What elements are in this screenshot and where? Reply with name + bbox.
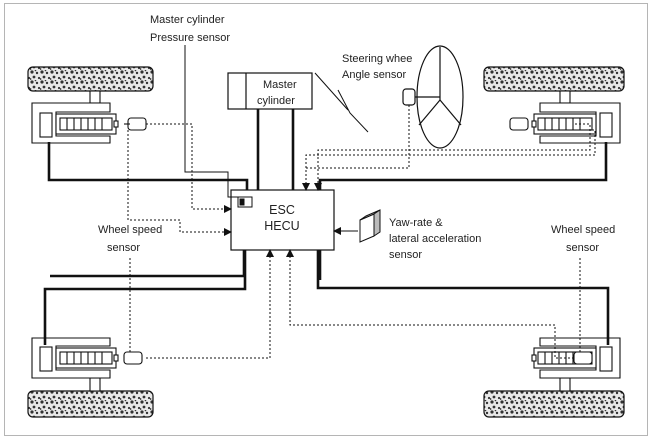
master-cylinder-pressure-sensor-label-2: Pressure sensor [150,32,230,44]
wheel-speed-sensor-left-label-1: Wheel speed [98,224,162,236]
tire-icon [483,390,625,418]
master-cylinder-label-1: Master [263,79,297,91]
diagram-frame [4,3,648,436]
ecu-label-2: HECU [264,219,299,233]
steering-wheel-angle-sensor-label-2: Angle sensor [342,69,407,81]
left-label-bg [95,222,165,256]
right-label-bg [548,222,618,256]
steering-wheel-icon [402,45,464,149]
yaw-rate-sensor-icon [359,209,381,243]
tire-icon [483,66,625,92]
yaw-rate-label-3: sensor [389,249,422,261]
yaw-rate-label-2: lateral acceleration [389,233,481,245]
wheel-speed-sensor-right-label-1: Wheel speed [551,224,615,236]
signal-lines [127,105,596,359]
yaw-rate-label-1: Yaw-rate & [389,217,443,229]
steering-column-line [314,72,349,111]
steering-wheel-angle-sensor-label-1: Steering whee [342,53,412,65]
tire-icon [27,66,154,92]
brake-assembly-icon [509,90,621,144]
brake-assembly-icon [531,337,621,392]
master-cylinder-label-2: cylinder [257,95,295,107]
brake-assembly-icon [31,337,143,392]
wheel-speed-sensor-right-label-2: sensor [566,242,599,254]
brake-assembly-icon [31,90,147,144]
master-cylinder [227,72,313,110]
tire-icon [27,390,154,418]
pressure-sensor-icon [237,196,253,208]
master-cylinder-pressure-sensor-label-1: Master cylinder [150,14,225,26]
steering-sensor-leader [337,89,369,133]
ecu-label-1: ESC [269,203,295,217]
pressure-sensor-leader [184,45,238,198]
wheel-speed-sensor-left-label-2: sensor [107,242,140,254]
